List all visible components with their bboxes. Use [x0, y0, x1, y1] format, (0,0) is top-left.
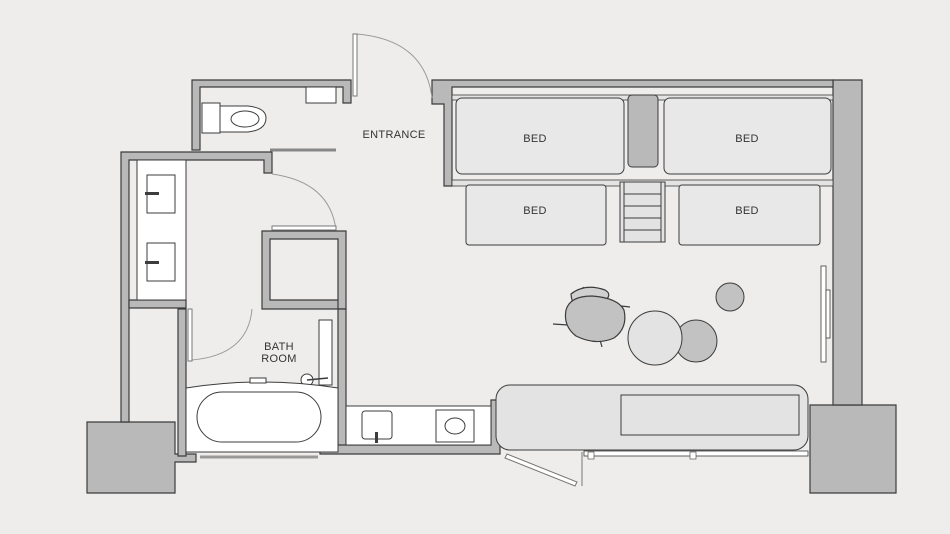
lounge — [552, 282, 745, 366]
ladder-icon — [619, 181, 666, 243]
label-bed-bottom-left: BED — [523, 205, 547, 217]
kitchenette — [345, 405, 492, 446]
closet-door-leaf — [271, 225, 337, 231]
side-table-small — [715, 282, 745, 312]
structural-columns — [86, 79, 897, 494]
toilet — [201, 86, 337, 134]
bed-bottom-right — [678, 184, 821, 246]
beds — [451, 94, 834, 246]
bed-top-right — [663, 97, 832, 175]
label-bath-line1: BATH — [264, 341, 294, 353]
window-bench — [495, 384, 809, 460]
label-bed-top-right: BED — [735, 133, 759, 145]
column-right-wall — [832, 79, 863, 406]
faucet-1 — [145, 192, 159, 195]
entrance-door-swing-icon — [356, 33, 433, 99]
bath-door-swing-icon — [191, 308, 253, 361]
shower-arm — [306, 377, 329, 381]
toilet-shelf — [305, 86, 337, 104]
bathtub-faucet — [249, 377, 267, 384]
wall-vanity-bottom — [128, 299, 187, 309]
cooktop-burner — [444, 417, 466, 435]
bed-bottom-left — [465, 184, 607, 246]
vanity — [136, 159, 187, 301]
bathtub-icon — [196, 391, 322, 443]
kitchen-faucet — [375, 432, 378, 443]
faucet-2 — [145, 261, 159, 264]
bath-door-leaf — [187, 308, 193, 362]
label-bed-bottom-right: BED — [735, 205, 759, 217]
label-bath-line2: ROOM — [261, 353, 296, 365]
bed-top-left — [455, 97, 625, 175]
armchair-icon — [552, 286, 631, 348]
toilet-seat — [230, 110, 260, 128]
wall-bath-west — [177, 308, 187, 457]
wall-closet — [261, 230, 347, 310]
closet-door-swing-icon — [271, 173, 337, 231]
walls — [120, 79, 834, 457]
balcony-door-leaf — [504, 453, 578, 487]
bench-cushion — [620, 394, 800, 436]
right-window — [820, 265, 831, 363]
bath-room — [185, 319, 339, 459]
label-entrance: ENTRANCE — [363, 129, 426, 141]
column-bottom-left — [86, 421, 197, 494]
doors — [187, 33, 583, 487]
wall-west — [120, 151, 273, 423]
bunk-divider — [627, 94, 659, 168]
entrance-door-leaf — [352, 33, 358, 97]
wall-bath-east — [337, 308, 347, 454]
shower-panel — [318, 319, 333, 386]
toilet-tank — [201, 102, 221, 134]
column-bottom-right — [809, 404, 897, 494]
coffee-table — [627, 310, 683, 366]
label-bed-top-left: BED — [523, 133, 547, 145]
